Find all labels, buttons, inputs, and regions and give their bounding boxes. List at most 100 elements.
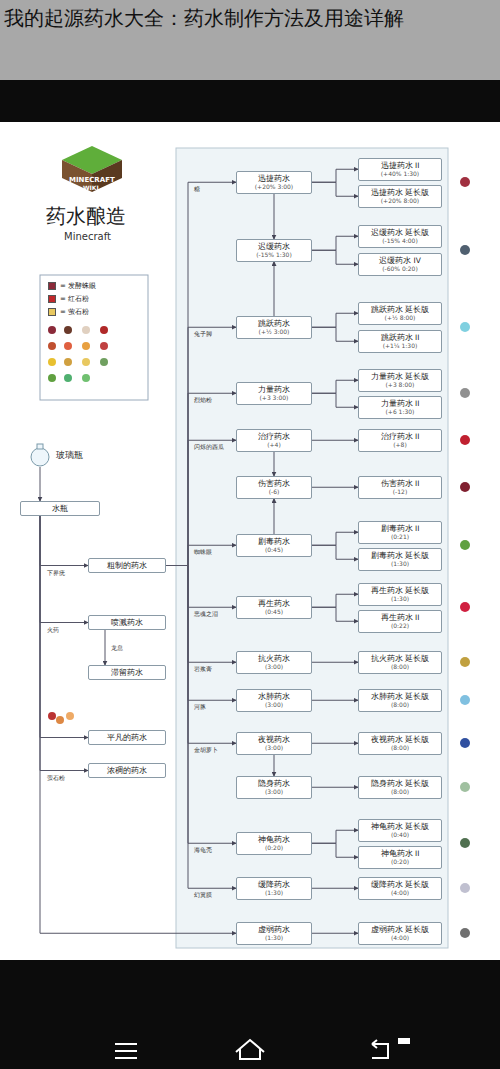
potion-effect: (+6 1:30) <box>362 408 438 416</box>
effect-icon <box>460 695 470 705</box>
legend-swatch <box>48 295 56 303</box>
potion-effect: (-60% 0:20) <box>362 265 438 273</box>
connector <box>312 662 358 663</box>
connector <box>312 440 358 441</box>
connector <box>312 843 358 857</box>
potion-name: 跳跃药水 II <box>362 333 438 342</box>
effect-icon <box>460 657 470 667</box>
connector <box>312 236 358 250</box>
connector <box>40 516 88 566</box>
connector <box>274 499 275 535</box>
potion-name: 迅捷药水 <box>240 174 308 183</box>
connector <box>312 313 358 327</box>
potion-name: 隐身药水 <box>240 779 308 788</box>
potion-effect: (-6) <box>240 488 308 496</box>
potion-name: 剧毒药水 延长版 <box>362 551 438 560</box>
potion-effect: (+20% 8:00) <box>362 197 438 205</box>
potion-box: 力量药水 II(+6 1:30) <box>358 396 442 419</box>
effect-icon <box>460 435 470 445</box>
bottle-node: 玻璃瓶 <box>28 443 102 467</box>
ingredient-label: 糖 <box>193 185 201 192</box>
connector <box>40 467 41 501</box>
potion-effect: (3:00) <box>240 744 308 752</box>
potion-box: 虚弱药水(1:30) <box>236 922 312 945</box>
potion-effect: (-15% 4:00) <box>362 237 438 245</box>
potion-box: 抗火药水 延长版(8:00) <box>358 651 442 674</box>
potion-name: 虚弱药水 延长版 <box>362 925 438 934</box>
connector <box>166 566 236 608</box>
potion-box: 跳跃药水 II(+1¼ 1:30) <box>358 330 442 353</box>
connector <box>312 700 358 701</box>
effect-icon <box>460 245 470 255</box>
text-label: WIKI <box>83 184 99 191</box>
potion-box: 剧毒药水(0:45) <box>236 534 312 557</box>
ingredient-label: 金胡萝卜 <box>193 746 219 753</box>
potion-name: 喷溅药水 <box>92 618 162 627</box>
connector <box>312 327 358 341</box>
effect-icon <box>460 177 470 187</box>
title-bar <box>0 0 500 80</box>
connector <box>274 194 275 240</box>
potion-box: 剧毒药水 延长版(1:30) <box>358 548 442 571</box>
connector <box>312 888 358 889</box>
ingredient-label: 萤石粉 <box>46 774 66 781</box>
potion-name: 浓稠的药水 <box>92 766 162 775</box>
text-label: Minecraft <box>64 231 111 242</box>
recipe-icons <box>48 326 108 382</box>
potion-name: 滞留药水 <box>92 668 162 677</box>
potion-name: 力量药水 II <box>362 399 438 408</box>
potion-box: 神龟药水 延长版(0:40) <box>358 819 442 842</box>
effect-icon <box>460 838 470 848</box>
connector <box>312 830 358 843</box>
connector <box>166 566 236 663</box>
potion-name: 平凡的药水 <box>92 733 162 742</box>
nav-bar <box>0 960 500 1069</box>
potion-name: 神龟药水 <box>240 835 308 844</box>
potion-box: 跳跃药水(+½ 3:00) <box>236 316 312 339</box>
potion-effect: (4:00) <box>362 889 438 897</box>
wiki-logo <box>62 146 122 192</box>
potion-box: 再生药水 延长版(1:30) <box>358 583 442 606</box>
page-title: 我的起源药水大全：药水制作方法及用途详解 <box>4 4 494 32</box>
image-ground <box>0 122 500 960</box>
potion-name: 虚弱药水 <box>240 925 308 934</box>
ingredient-label: 兔子脚 <box>193 330 213 337</box>
potion-name: 剧毒药水 <box>240 537 308 546</box>
potion-effect: (+4) <box>240 441 308 449</box>
connector <box>166 566 236 701</box>
potion-box: 迟缓药水 IV(-60% 0:20) <box>358 253 442 276</box>
potion-name: 再生药水 延长版 <box>362 586 438 595</box>
ingredient-label: 蜘蛛眼 <box>193 548 213 555</box>
connector <box>40 516 88 738</box>
text-label: 药水酿造 <box>46 203 126 230</box>
connector <box>312 169 358 182</box>
potion-name: 水肺药水 <box>240 692 308 701</box>
connector <box>105 630 106 665</box>
potion-name: 治疗药水 II <box>362 432 438 441</box>
potion-name: 迟缓药水 <box>240 242 308 251</box>
connector <box>312 933 358 934</box>
potion-effect: (3:00) <box>240 788 308 796</box>
connector <box>166 393 236 565</box>
potion-name: 神龟药水 延长版 <box>362 822 438 831</box>
potion-name: 隐身药水 延长版 <box>362 779 438 788</box>
connector <box>166 566 236 844</box>
potion-effect: (+½ 8:00) <box>362 314 438 322</box>
potion-box: 水肺药水 延长版(8:00) <box>358 689 442 712</box>
effect-icons <box>460 177 470 938</box>
bottle-icon <box>28 443 52 467</box>
connector <box>312 594 358 607</box>
potion-name: 夜视药水 <box>240 735 308 744</box>
connector <box>312 545 358 559</box>
ingredient-label: 下界疣 <box>46 569 66 576</box>
legend-swatch <box>48 282 56 290</box>
legend-box <box>40 275 148 400</box>
effect-icon <box>460 883 470 893</box>
connector <box>312 787 358 788</box>
potion-box: 喷溅药水 <box>88 615 166 630</box>
potion-box: 夜视药水 延长版(8:00) <box>358 732 442 755</box>
ingredient-label: 幻翼膜 <box>193 891 213 898</box>
potion-box: 虚弱药水 延长版(4:00) <box>358 922 442 945</box>
potion-name: 水肺药水 延长版 <box>362 692 438 701</box>
potion-effect: (8:00) <box>362 788 438 796</box>
